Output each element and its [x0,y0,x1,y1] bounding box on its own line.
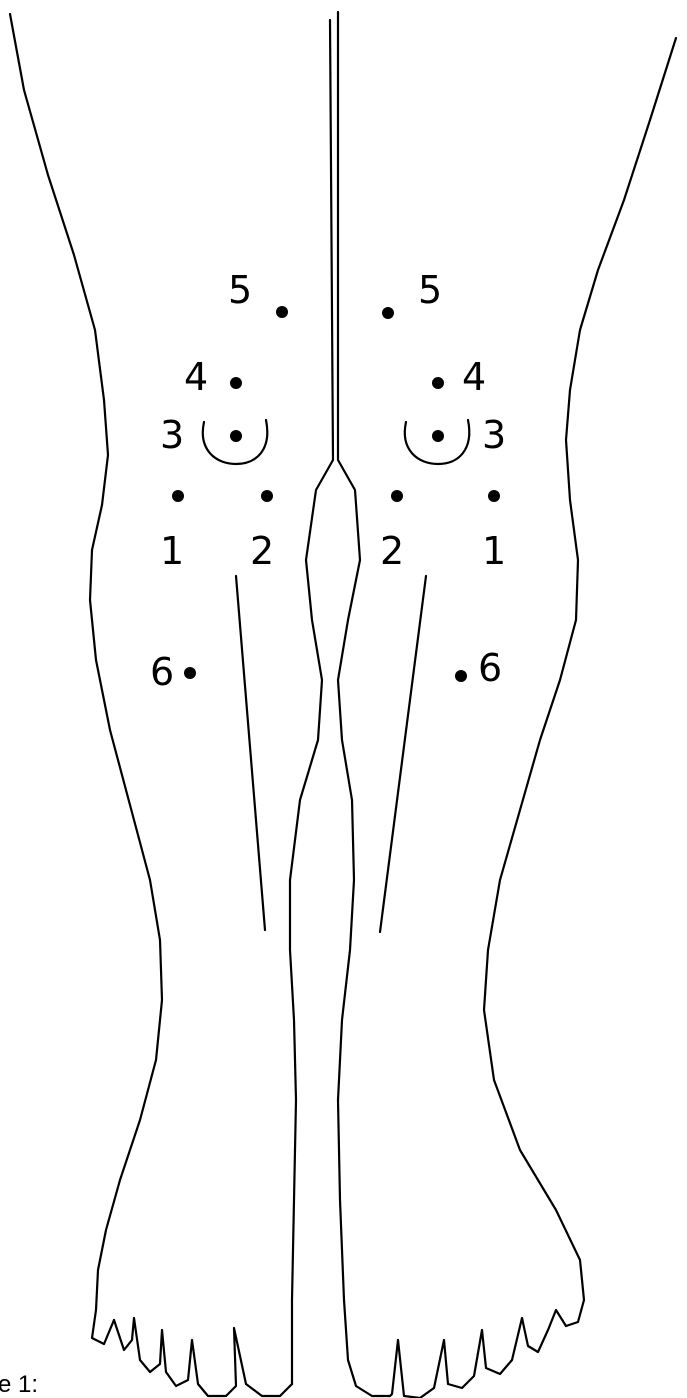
left-point-6-label: 6 [150,650,174,694]
right-point-2-dot [391,490,403,502]
right-point-3-label: 3 [482,413,506,457]
right-point-4-dot [432,377,444,389]
left-leg-inner-outline [290,20,333,1384]
right-point-3-dot [432,430,444,442]
right-point-6-dot [455,670,467,682]
right-point-2-label: 2 [380,529,404,573]
left-point-4-label: 4 [184,355,208,399]
left-point-4-dot [230,377,242,389]
left-point-3-label: 3 [160,413,184,457]
right-leg-outer-outline [484,38,676,1326]
right-leg-inner-outline [338,12,390,1396]
left-point-1-dot [172,490,184,502]
right-point-6-label: 6 [478,646,502,690]
left-point-1-label: 1 [160,529,184,573]
right-point-1-label: 1 [482,529,506,573]
left-foot-toes [114,1318,292,1396]
right-kneecap-arc [405,420,469,464]
left-kneecap-arc [203,420,267,464]
right-point-5-dot [382,307,394,319]
figure-caption: e 1: [0,1371,38,1398]
left-point-6-dot [184,667,196,679]
left-shin-line [236,576,265,930]
left-point-3-dot [230,430,242,442]
right-foot-toes [390,1310,566,1398]
right-point-4-label: 4 [462,355,486,399]
left-leg-outer-outline [10,14,162,1344]
left-point-2-label: 2 [250,529,274,573]
left-point-5-dot [276,306,288,318]
left-point-5-label: 5 [228,268,252,312]
right-point-1-dot [488,490,500,502]
right-point-5-label: 5 [418,268,442,312]
left-point-2-dot [261,490,273,502]
right-shin-line [380,576,426,932]
